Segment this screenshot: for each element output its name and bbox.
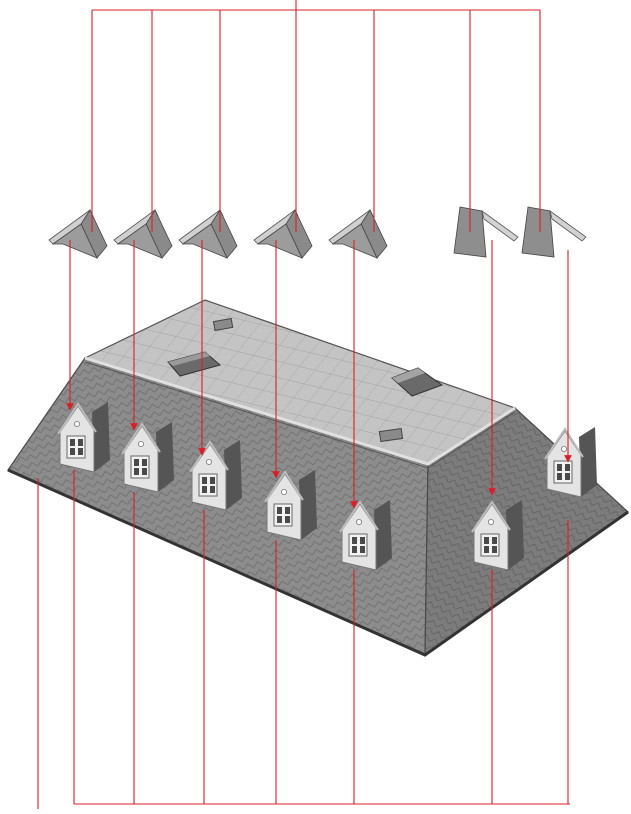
ridge-caps [48,206,587,259]
mansard-roof [7,299,629,657]
dormer [339,500,392,571]
dormer [471,500,524,571]
dormer [57,402,110,473]
dormer [264,470,317,541]
roof-hatch-back [212,317,234,332]
ridge-cap [328,209,388,259]
ridge-cap [48,209,108,259]
ridge-cap [253,209,313,259]
dormers [57,402,597,571]
dormer [544,427,597,498]
roof-vent-left [167,351,222,377]
dormer [121,422,174,493]
ridge-cap [178,209,238,259]
roof-vent-right [391,367,444,397]
ridge-cap [453,206,519,258]
roof-coping-edge [84,356,516,466]
leader-lines [37,0,572,809]
ridge-cap [521,206,587,258]
roof-eave [7,468,629,657]
dormer [189,440,242,511]
roof-hatch-front [378,427,404,443]
ridge-cap [113,209,173,259]
